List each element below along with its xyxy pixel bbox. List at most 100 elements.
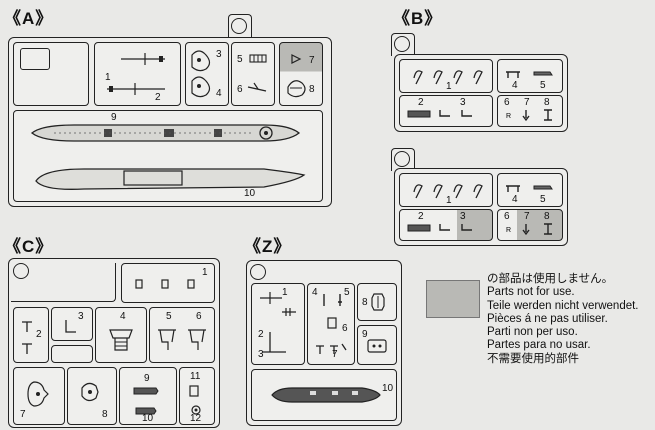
sprue-a-frame: 1 2 3 4 5 6 7 8 bbox=[8, 37, 332, 207]
sprue-a-cell-empty bbox=[13, 42, 89, 106]
part-c11-12-shape bbox=[189, 385, 201, 415]
part-b1-cranes-shape bbox=[413, 70, 483, 85]
section-c-label: 《C》 bbox=[4, 237, 54, 256]
part-z6-number: 6 bbox=[342, 323, 348, 334]
part-c11-number: 11 bbox=[190, 371, 201, 382]
part-z10-number: 10 bbox=[382, 383, 394, 394]
sprue-c-ring bbox=[13, 263, 29, 279]
part-b3-number-lower: 3 bbox=[460, 211, 466, 222]
sprue-z-cell-8: 8 bbox=[357, 283, 397, 321]
sprue-b-lower-cell-6-8: R 6 7 8 bbox=[497, 209, 563, 241]
part-c7-number: 7 bbox=[20, 409, 26, 420]
sprue-z-cell-9: 9 bbox=[357, 325, 397, 365]
section-b-label: 《B》 bbox=[393, 9, 443, 28]
part-b8-number-lower: 8 bbox=[544, 211, 550, 222]
unused-parts-legend: の部品は使用しません。 Parts not for use. Teile wer… bbox=[487, 273, 639, 366]
part-b3-number: 3 bbox=[460, 97, 466, 108]
part-z10-deck-shape bbox=[271, 387, 381, 403]
sprue-c-cell-3: 3 bbox=[51, 307, 93, 341]
sprue-c-cell-empty bbox=[11, 263, 116, 302]
part-a7-number: 7 bbox=[309, 55, 315, 66]
legend-line-spanish: Partes para no usar. bbox=[487, 339, 591, 352]
part-b4-5-shape bbox=[506, 71, 553, 78]
sprue-a-cell-parts-3-4: 3 4 bbox=[185, 42, 229, 106]
part-b7-number-lower: 7 bbox=[524, 211, 530, 222]
part-b1-number: 1 bbox=[446, 81, 452, 92]
part-b1-cranes-shape-lower bbox=[413, 184, 483, 199]
part-b2-number: 2 bbox=[418, 97, 424, 108]
part-b1-number-lower: 1 bbox=[446, 195, 452, 206]
sprue-c-frame: 1 2 3 4 5 6 7 bbox=[8, 258, 220, 428]
part-c2-number: 2 bbox=[36, 329, 42, 340]
part-z4-7-shape bbox=[316, 294, 347, 354]
part-b6-8-shape-lower: R bbox=[506, 223, 552, 236]
sprue-c-cell-9-10: 9 10 bbox=[119, 367, 177, 425]
section-a-label: 《A》 bbox=[4, 9, 54, 28]
sprue-z-frame: 1 2 3 4 5 6 7 8 9 bbox=[246, 260, 402, 426]
part-a8-number: 8 bbox=[309, 84, 315, 95]
part-z9-number: 9 bbox=[362, 329, 368, 340]
part-z1-3-shape bbox=[260, 292, 296, 353]
part-a6-number: 6 bbox=[237, 84, 243, 95]
part-c6-number: 6 bbox=[196, 311, 202, 322]
sprue-z-cell-1-3: 1 2 3 bbox=[251, 283, 305, 365]
sprue-z-cell-10: 10 bbox=[251, 369, 397, 421]
part-b4-5-shape-lower bbox=[506, 185, 553, 192]
part-z9-shape bbox=[367, 339, 387, 353]
part-c12-number: 12 bbox=[190, 413, 202, 424]
part-c3-number: 3 bbox=[78, 311, 84, 322]
sprue-b-lower-cell-1: 1 bbox=[399, 173, 493, 207]
sprue-c-cell-2: 2 bbox=[13, 307, 49, 363]
part-z1-number: 1 bbox=[282, 287, 288, 298]
part-c7-shape bbox=[27, 381, 49, 407]
sprue-c-cell-11-12: 11 12 bbox=[179, 367, 215, 425]
part-c1-shape bbox=[135, 279, 195, 289]
sprue-b-upper-cell-4-5: 4 5 bbox=[497, 59, 563, 93]
sprue-b-upper-ring bbox=[394, 36, 410, 52]
part-b2-3-shape bbox=[407, 110, 472, 118]
part-a7-bracket-shape bbox=[287, 54, 306, 98]
part-b6-number: 6 bbox=[504, 97, 510, 108]
sprue-b-lower-frame: 1 4 5 2 3 R 6 7 8 bbox=[394, 168, 568, 246]
sprue-b-upper-frame: 1 4 5 2 3 R 6 7 8 bbox=[394, 54, 568, 132]
sprue-a-cell-parts-5-6: 5 6 bbox=[231, 42, 275, 106]
part-b4-number: 4 bbox=[512, 80, 518, 91]
part-a2-number: 2 bbox=[155, 92, 161, 103]
part-b4-number-lower: 4 bbox=[512, 194, 518, 205]
sprue-z-ring bbox=[250, 264, 266, 280]
part-c9-number: 9 bbox=[144, 373, 150, 384]
legend-line-german: Teile werden nicht verwendet. bbox=[487, 299, 639, 312]
part-z8-shape bbox=[371, 293, 385, 311]
part-b5-number: 5 bbox=[540, 80, 546, 91]
section-z-label: 《Z》 bbox=[244, 237, 292, 256]
sprue-a-cell-parts-9-10: 9 10 bbox=[13, 110, 323, 202]
sprue-b-lower-cell-2-3: 2 3 bbox=[399, 209, 493, 241]
part-a9-number: 9 bbox=[111, 112, 117, 123]
part-z7-number: 7 bbox=[332, 349, 338, 360]
legend-line-chinese: 不需要使用的部件 bbox=[487, 352, 579, 365]
sprue-b-upper-cell-6-8: R 6 7 8 bbox=[497, 95, 563, 127]
sprue-c-cell-empty-2 bbox=[51, 345, 93, 363]
sprue-b-upper-cell-2-3: 2 3 bbox=[399, 95, 493, 127]
part-a1-number: 1 bbox=[105, 72, 111, 83]
part-z4-number: 4 bbox=[312, 287, 318, 298]
sprue-a-cell-parts-1-2: 1 2 bbox=[94, 42, 181, 106]
part-b6-number-lower: 6 bbox=[504, 211, 510, 222]
part-c5-6-shape bbox=[158, 329, 206, 350]
sprue-b-lower-cell-4-5: 4 5 bbox=[497, 173, 563, 207]
part-a1-mast-shape bbox=[107, 53, 165, 95]
part-a10-number: 10 bbox=[244, 188, 256, 199]
part-b8-number: 8 bbox=[544, 97, 550, 108]
unused-parts-swatch bbox=[426, 280, 480, 318]
part-b5-number-lower: 5 bbox=[540, 194, 546, 205]
part-a5-cylinder-shape bbox=[247, 54, 267, 92]
part-c1-number: 1 bbox=[202, 267, 208, 278]
sprue-c-cell-7: 7 bbox=[13, 367, 65, 425]
part-z8-number: 8 bbox=[362, 297, 368, 308]
legend-line-italian: Parti non per uso. bbox=[487, 326, 578, 339]
part-c8-shape bbox=[81, 382, 99, 402]
sprue-z-cell-4-7: 4 5 6 7 bbox=[307, 283, 355, 365]
part-c4-shape bbox=[109, 329, 133, 351]
part-c9-10-shape bbox=[133, 387, 159, 415]
sprue-c-cell-1: 1 bbox=[121, 263, 215, 303]
